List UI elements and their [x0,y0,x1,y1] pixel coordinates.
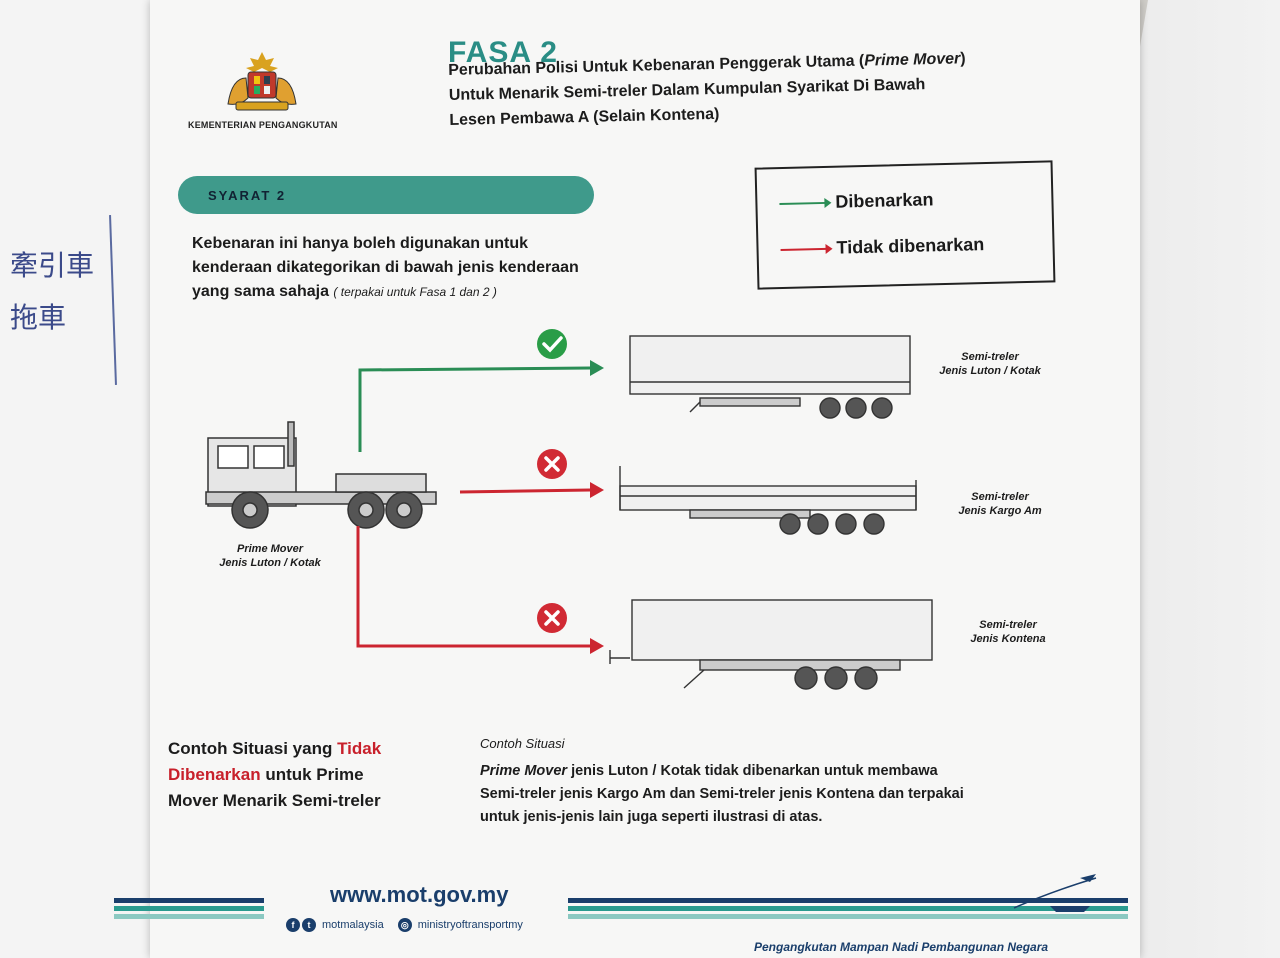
example-text-line1: jenis Luton / Kotak tidak dibenarkan unt… [567,763,938,779]
title-line-1-post: ) [960,50,966,68]
not-allowed-arrow-1 [459,482,604,498]
example-text: Prime Mover jenis Luton / Kotak tidak di… [480,760,1080,829]
cross-icon-2 [537,603,567,633]
legend-box: Dibenarkan Tidak dibenarkan [754,160,1056,290]
prime-mover-label: Prime Mover Jenis Luton / Kotak [200,542,340,570]
example-text-line3: untuk jenis-jenis lain juga seperti ilus… [480,809,823,825]
legend-allowed: Dibenarkan [779,189,934,214]
handwritten-line-1: 牽引車 [10,249,95,282]
check-icon [537,329,567,359]
diagram-graphics [205,329,933,690]
instagram-icon[interactable]: ◎ [397,918,412,932]
example-heading-post2: Mover Menarik Semi-treler [168,791,381,810]
policy-title: Perubahan Polisi Untuk Kebenaran Pengger… [448,44,1050,133]
trailer-label-cargo: Semi-treler Jenis Kargo Am [930,490,1070,518]
handwritten-line-2: 拖車 [10,301,67,334]
allowed-arrow [358,360,604,452]
rule-note: ( terpakai untuk Fasa 1 dan 2 ) [333,285,497,299]
plane-ship-icon [1013,874,1097,912]
rule-line-3: yang sama sahaja [192,283,329,300]
example-heading-red2: Dibenarkan [168,765,261,784]
social-handle-1[interactable]: motmalaysia [322,919,384,931]
example-heading-pre: Contoh Situasi yang [168,739,338,758]
trailer-label-cargo-line2: Jenis Kargo Am [958,505,1042,517]
container-trailer-illustration [609,599,933,690]
example-heading: Contoh Situasi yang Tidak Dibenarkan unt… [168,736,468,814]
example-text-italic: Prime Mover [480,763,568,779]
condition-banner: SYARAT 2 [178,176,594,214]
example-heading-red1: Tidak [337,739,382,758]
cargo-trailer-illustration [619,466,917,535]
trailer-label-box-line2: Jenis Luton / Kotak [939,365,1041,377]
trailer-label-container: Semi-treler Jenis Kontena [938,618,1078,646]
condition-label: SYARAT 2 [208,188,287,203]
prime-mover-illustration [205,421,437,529]
not-allowed-arrow-2 [356,526,604,654]
background-paper [0,0,170,958]
rule-line-1: Kebenaran ini hanya boleh digunakan untu… [192,235,529,252]
handwritten-note: 牽引車 拖車 [10,240,110,380]
facebook-icon[interactable]: f [286,918,300,932]
cross-icon-1 [537,449,567,479]
legend-not-allowed-text: Tidak dibenarkan [836,234,985,258]
twitter-icon[interactable]: t [302,918,316,932]
prime-mover-label-line1: Prime Mover [236,543,304,555]
trailer-label-container-line1: Semi-treler [979,619,1037,631]
example-heading-post1: untuk Prime [260,765,364,784]
prime-mover-label-line2: Jenis Luton / Kotak [219,557,321,569]
legend-allowed-text: Dibenarkan [835,189,934,212]
vehicle-diagram: Prime Mover Jenis Luton / Kotak Semi-tre… [150,320,1140,700]
box-trailer-illustration [629,335,911,419]
social-links: f t motmalaysia ◎ ministryoftransportmy [286,918,523,932]
example-title: Contoh Situasi [480,736,565,751]
title-line-1-italic: Prime Mover [864,50,961,70]
trailer-label-container-line2: Jenis Kontena [970,633,1046,645]
coat-of-arms-icon [227,52,297,111]
example-text-line2: Semi-treler jenis Kargo Am dan Semi-trel… [480,786,964,802]
trailer-label-box: Semi-treler Jenis Luton / Kotak [920,350,1060,378]
ministry-name: KEMENTERIAN PENGANGKUTAN [188,120,338,130]
footer-stripes-left [114,898,264,924]
footer-stripes-right [568,898,1128,928]
trailer-label-box-line1: Semi-treler [961,351,1019,363]
social-handle-2[interactable]: ministryoftransportmy [417,919,523,931]
slogan: Pengangkutan Mampan Nadi Pembangunan Neg… [754,940,1049,954]
document-page: KEMENTERIAN PENGANGKUTAN FASA 2 Perubaha… [114,0,1140,958]
rule-text: Kebenaran ini hanya boleh digunakan untu… [192,232,692,304]
trailer-label-cargo-line1: Semi-treler [971,491,1029,503]
red-arrow-icon [780,247,827,251]
phase-title: FASA 2 [448,36,558,69]
website-link[interactable]: www.mot.gov.my [330,882,509,907]
rule-line-2: kenderaan dikategorikan di bawah jenis k… [192,259,579,276]
legend-not-allowed: Tidak dibenarkan [780,234,984,260]
green-arrow-icon [779,201,826,205]
